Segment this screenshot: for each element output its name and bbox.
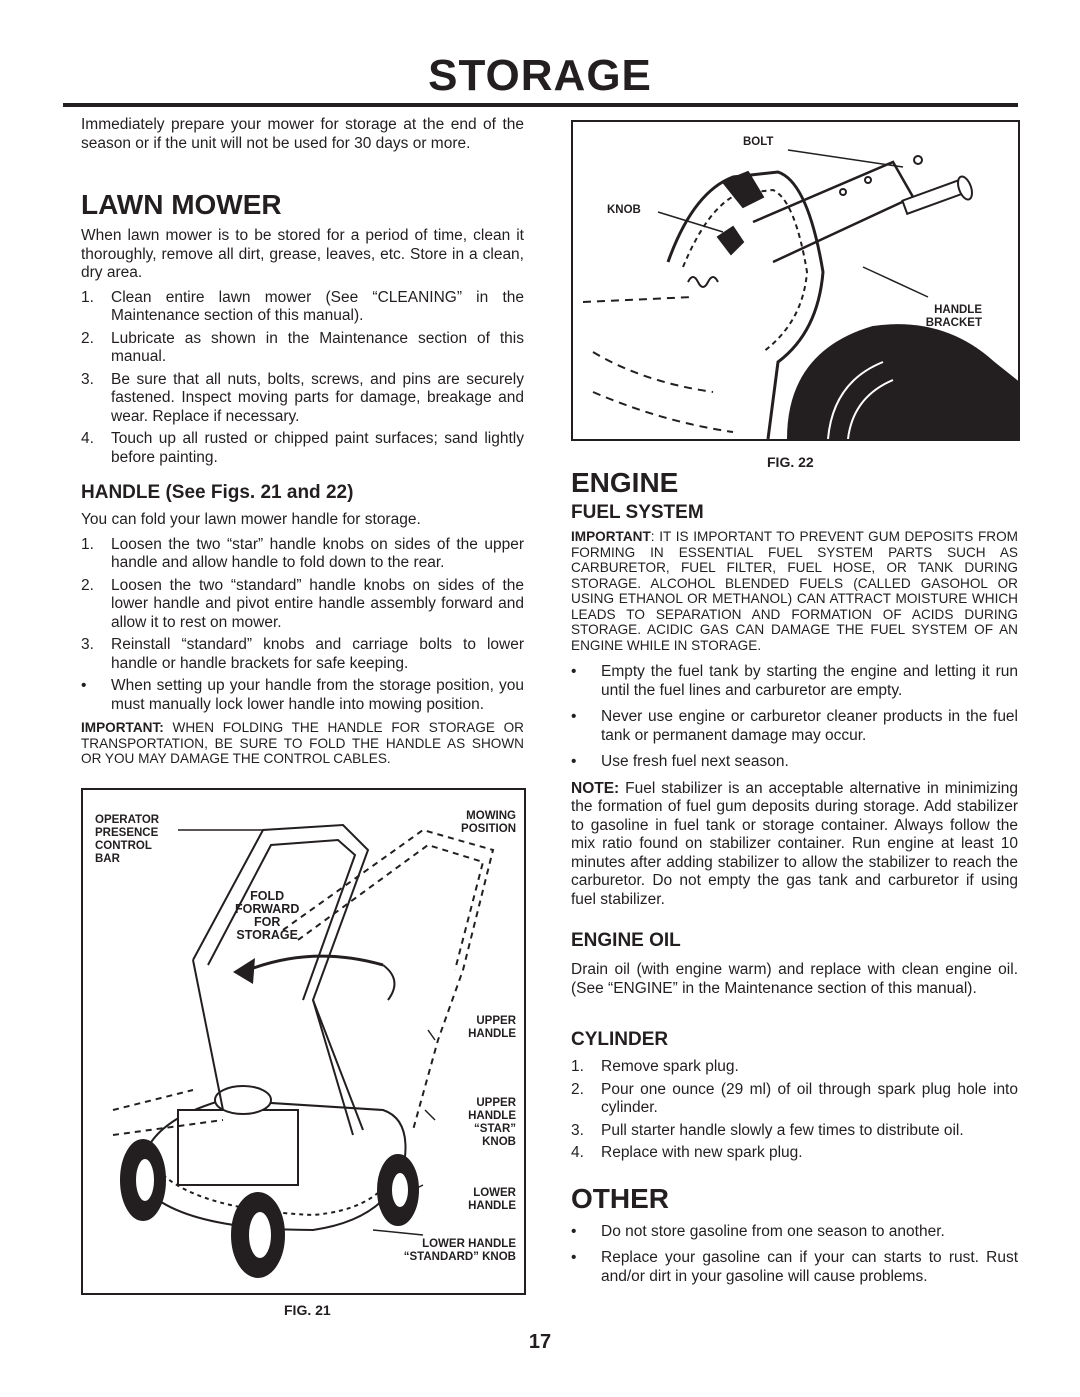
left-column: Immediately prepare your mower for stora… [81, 116, 524, 767]
fuel-stabilizer-note: NOTE: Fuel stabilizer is an acceptable a… [571, 779, 1019, 908]
lawn-mower-body: When lawn mower is to be stored for a pe… [81, 227, 524, 281]
knob-label: KNOB [607, 204, 641, 216]
list-item: Never use engine or carburetor cleaner p… [571, 708, 1018, 745]
cylinder-heading: CYLINDER [571, 1029, 669, 1050]
lawn-mower-heading: LAWN MOWER [81, 189, 282, 220]
list-item: 2.Loosen the two “standard” handle knobs… [81, 576, 524, 631]
engine-oil-text: Drain oil (with engine warm) and replace… [571, 961, 1018, 997]
engine-heading: ENGINE [571, 467, 679, 498]
page-title: STORAGE [428, 51, 652, 100]
right-column: ENGINE FUEL SYSTEM IMPORTANT: IT IS IMPO… [571, 467, 1018, 1294]
list-item: 2.Pour one ounce (29 ml) of oil through … [571, 1080, 1018, 1117]
handle-intro: You can fold your lawn mower handle for … [81, 511, 421, 528]
handle-important-note: IMPORTANT: WHEN FOLDING THE HANDLE FOR S… [81, 720, 525, 766]
list-item: 1.Remove spark plug. [571, 1058, 739, 1075]
list-item: Empty the fuel tank by starting the engi… [571, 663, 1018, 700]
list-item: 1.Loosen the two “star” handle knobs on … [81, 535, 524, 572]
fig-22-caption: FIG. 22 [767, 454, 814, 470]
handle-heading: HANDLE (See Figs. 21 and 22) [81, 482, 354, 503]
list-item: 3.Reinstall “standard” knobs and carriag… [81, 636, 524, 672]
engine-oil-heading: ENGINE OIL [571, 930, 681, 951]
mower-handle-illustration [112, 823, 495, 1278]
handle-steps: 1.Loosen the two “star” handle knobs on … [81, 536, 524, 715]
list-item: Do not store gasoline from one season to… [571, 1223, 1018, 1242]
fuel-important-note: IMPORTANT: IT IS IMPORTANT TO PREVENT GU… [571, 529, 1018, 653]
list-item: 4.Touch up all rusted or chipped paint s… [81, 430, 524, 466]
list-item: Replace your gasoline can if your can st… [571, 1249, 1018, 1286]
list-item: 3.Be sure that all nuts, bolts, screws, … [81, 370, 524, 425]
bolt-label: BOLT [743, 136, 774, 148]
other-heading: OTHER [571, 1182, 669, 1214]
list-item: •When setting up your handle from the st… [81, 677, 524, 713]
list-item: 3.Pull starter handle slowly a few times… [571, 1121, 964, 1139]
lower-handle-standard-knob-label: LOWER HANDLE“STANDARD” KNOB [403, 1238, 516, 1263]
list-item: 2.Lubricate as shown in the Maintenance … [81, 329, 524, 366]
lawn-mower-steps: 1.Clean entire lawn mower (See “CLEANING… [81, 289, 524, 468]
cylinder-steps: 1.Remove spark plug. 2.Pour one ounce (2… [571, 1058, 1018, 1163]
title-divider [63, 103, 1018, 107]
fuel-bullets: Empty the fuel tank by starting the engi… [571, 663, 1018, 772]
fuel-system-heading: FUEL SYSTEM [571, 502, 704, 523]
list-item: 4.Replace with new spark plug. [571, 1144, 803, 1161]
other-bullets: Do not store gasoline from one season to… [571, 1223, 1018, 1287]
intro-text: Immediately prepare your mower for stora… [81, 116, 524, 152]
handle-bracket-illustration [582, 149, 1018, 439]
fig-21-caption: FIG. 21 [284, 1302, 331, 1318]
list-item: Use fresh fuel next season. [571, 753, 1018, 772]
list-item: 1.Clean entire lawn mower (See “CLEANING… [81, 288, 524, 325]
page-number: 17 [528, 1331, 552, 1353]
